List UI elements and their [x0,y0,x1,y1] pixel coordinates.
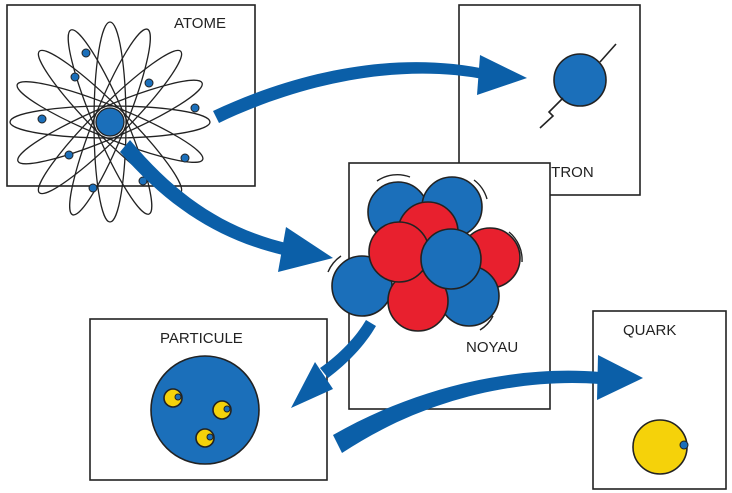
noyau-panel: NOYAU [327,162,551,410]
atom-electrons [37,48,200,193]
particule-label: PARTICULE [160,330,243,347]
electron-icon [539,43,617,129]
nucleus-cluster-icon [331,176,521,332]
arrow-atome-to-noyau [120,140,333,272]
atom-nucleus-icon [95,107,125,137]
nucleus-motion-marks [327,174,523,331]
quark-icon [632,419,689,475]
quark-panel: QUARK [592,310,727,490]
arrow-noyau-to-particule [291,320,376,408]
particule-panel: PARTICULE [89,318,328,481]
noyau-label: NOYAU [466,339,518,356]
arrow-atome-to-electron [213,55,527,123]
quark-label: QUARK [623,322,676,339]
atome-label: ATOME [174,15,226,32]
arrow-particule-to-quark [333,355,643,453]
particle-icon [150,355,260,465]
